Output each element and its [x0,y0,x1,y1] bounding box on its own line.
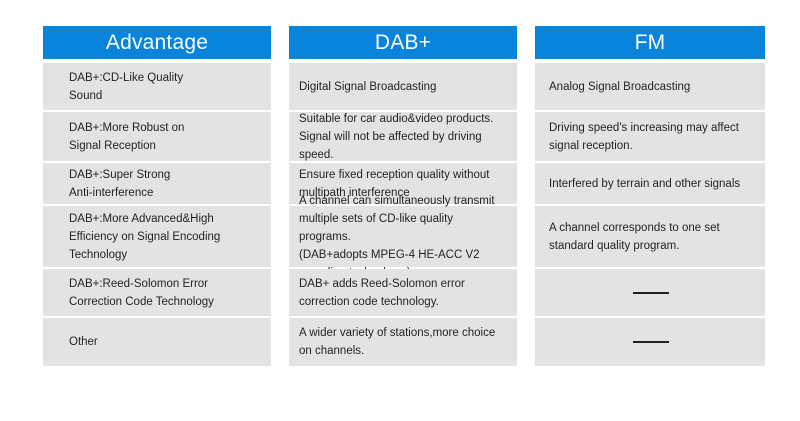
em-dash-placeholder-icon [633,341,669,343]
cell-text: DAB+:More Advanced&High Efficiency on Si… [69,212,221,261]
cell-text: DAB+:Reed-Solomon Error Correction Code … [69,277,214,308]
em-dash-placeholder-icon [633,291,669,294]
table-cell: DAB+:Reed-Solomon Error Correction Code … [43,269,271,316]
column-cells-dab-plus: Digital Signal Broadcasting Suitable for… [289,63,517,368]
table-cell-empty [535,269,765,316]
column-header-advantage: Advantage [43,26,271,59]
table-cell: DAB+:CD-Like Quality Sound [43,63,271,110]
cell-text: Analog Signal Broadcasting [549,80,691,93]
table-cell: Other [43,318,271,366]
cell-text: Suitable for car audio&video products. S… [299,112,494,161]
cell-text: DAB+:Super Strong Anti-interference [69,168,171,199]
table-cell: DAB+:More Advanced&High Efficiency on Si… [43,206,271,267]
table-cell: DAB+:Super Strong Anti-interference [43,163,271,204]
cell-text: DAB+:More Robust on Signal Reception [69,121,185,152]
table-cell: Ensure fixed reception quality without m… [289,163,517,204]
cell-text: Interfered by terrain and other signals [549,177,741,190]
cell-text: DAB+:CD-Like Quality Sound [69,71,184,102]
cell-text: Driving speed's increasing may affect si… [549,121,739,152]
table-cell: Suitable for car audio&video products. S… [289,112,517,161]
table-column-dab-plus: DAB+ Digital Signal Broadcasting Suitabl… [289,26,517,368]
column-cells-advantage: DAB+:CD-Like Quality Sound DAB+:More Rob… [43,63,271,368]
column-header-dab-plus: DAB+ [289,26,517,59]
cell-text: Digital Signal Broadcasting [299,80,437,93]
table-cell: A wider variety of stations,more choice … [289,318,517,366]
table-cell-empty [535,318,765,366]
table-cell: Digital Signal Broadcasting [289,63,517,110]
table-cell: Analog Signal Broadcasting [535,63,765,110]
table-cell: Driving speed's increasing may affect si… [535,112,765,161]
table-cell: Interfered by terrain and other signals [535,163,765,204]
table-cell: DAB+:More Robust on Signal Reception [43,112,271,161]
cell-text: DAB+ adds Reed-Solomon error correction … [299,277,465,308]
column-header-fm: FM [535,26,765,59]
cell-text: Ensure fixed reception quality without m… [299,168,490,199]
cell-text: A wider variety of stations,more choice … [299,327,496,357]
comparison-table: Advantage DAB+:CD-Like Quality Sound DAB… [43,26,765,368]
table-column-advantage: Advantage DAB+:CD-Like Quality Sound DAB… [43,26,271,368]
table-column-fm: FM Analog Signal Broadcasting Driving sp… [535,26,765,368]
table-cell: A channel can simultaneously transmit mu… [289,195,517,279]
cell-text: A channel can simultaneously transmit mu… [299,194,495,279]
cell-text: A channel corresponds to one set standar… [549,221,720,252]
table-cell: A channel corresponds to one set standar… [535,206,765,267]
cell-text: Other [69,336,98,348]
table-columns: Advantage DAB+:CD-Like Quality Sound DAB… [43,26,765,368]
table-cell: DAB+ adds Reed-Solomon error correction … [289,269,517,316]
column-cells-fm: Analog Signal Broadcasting Driving speed… [535,63,765,368]
